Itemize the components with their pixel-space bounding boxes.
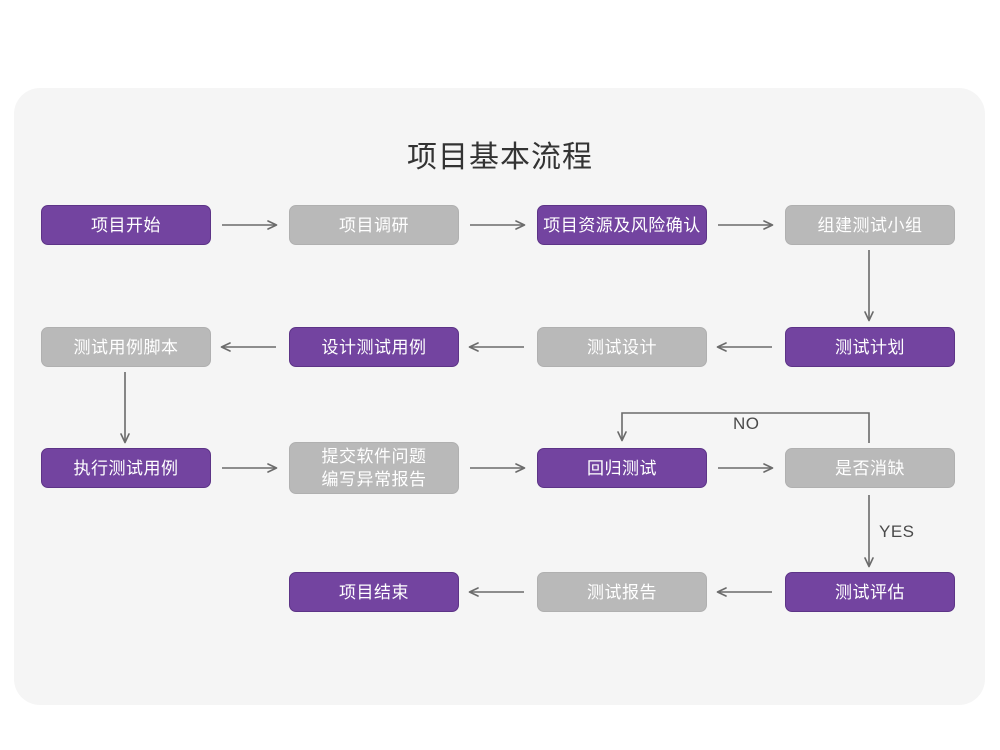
diagram-card xyxy=(14,88,985,705)
node-project-end[interactable]: 项目结束 xyxy=(289,572,459,612)
node-submit-defect-report[interactable]: 提交软件问题 编写异常报告 xyxy=(289,442,459,494)
node-test-design[interactable]: 测试设计 xyxy=(537,327,707,367)
node-test-plan[interactable]: 测试计划 xyxy=(785,327,955,367)
edge-label-yes: YES xyxy=(879,522,915,541)
node-regression-test[interactable]: 回归测试 xyxy=(537,448,707,488)
node-project-research[interactable]: 项目调研 xyxy=(289,205,459,245)
node-test-evaluation[interactable]: 测试评估 xyxy=(785,572,955,612)
node-resource-risk-confirm[interactable]: 项目资源及风险确认 xyxy=(537,205,707,245)
node-execute-test-case[interactable]: 执行测试用例 xyxy=(41,448,211,488)
page-title: 项目基本流程 xyxy=(407,141,593,174)
node-design-test-case[interactable]: 设计测试用例 xyxy=(289,327,459,367)
node-test-case-script[interactable]: 测试用例脚本 xyxy=(41,327,211,367)
node-test-report[interactable]: 测试报告 xyxy=(537,572,707,612)
node-project-start[interactable]: 项目开始 xyxy=(41,205,211,245)
node-form-test-team[interactable]: 组建测试小组 xyxy=(785,205,955,245)
node-defect-resolved-decision[interactable]: 是否消缺 xyxy=(785,448,955,488)
edge-label-no: NO xyxy=(733,414,760,433)
